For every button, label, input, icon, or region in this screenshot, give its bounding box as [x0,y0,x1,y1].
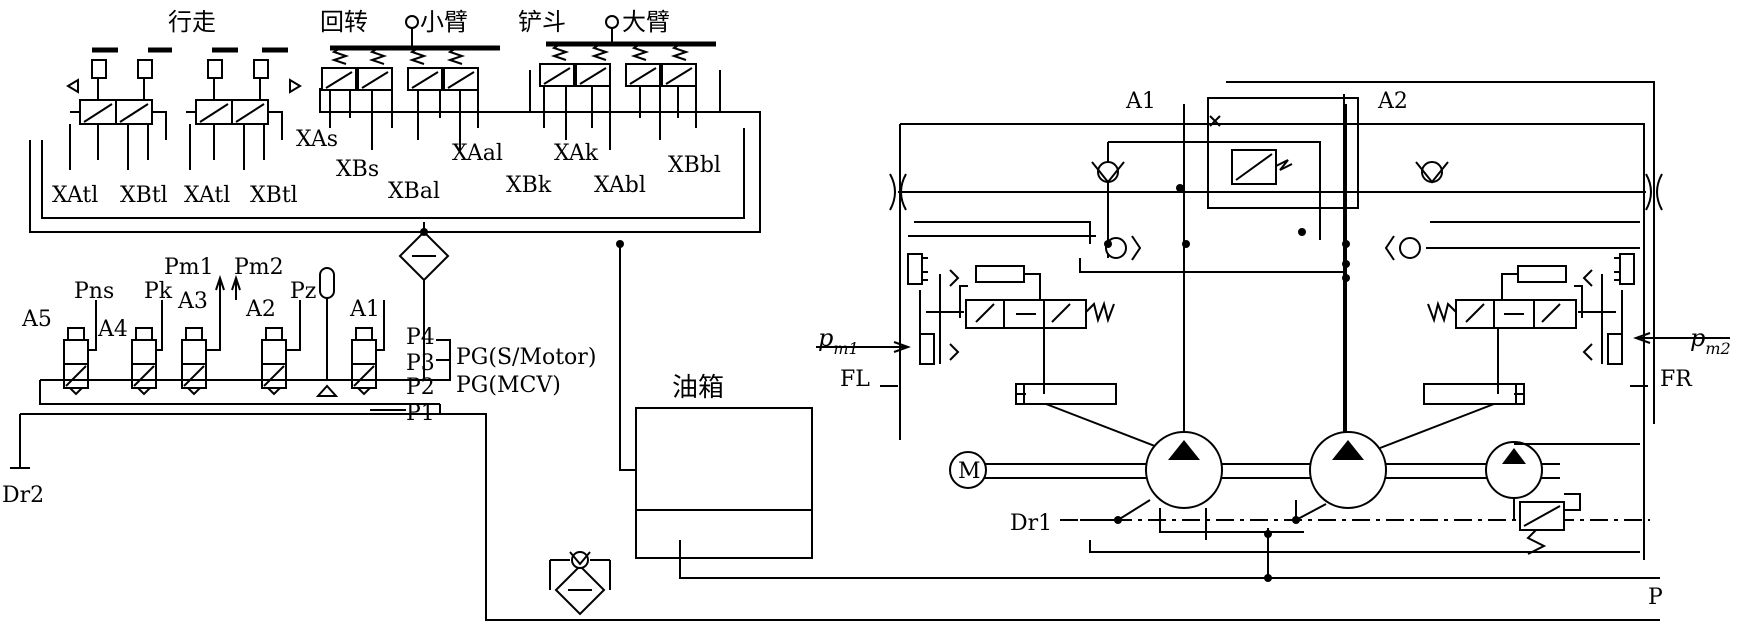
label-xak: XAk [554,141,599,166]
label-xbtl-2: XBtl [250,183,298,208]
label-xatl-1: XAtl [52,183,98,208]
label-travel: 行走 [168,8,216,36]
label-pg-mcv: PG(MCV) [456,373,561,398]
bucket-boom-pilot-valves [529,15,721,150]
label-fl: FL [840,367,870,392]
label-pm2-pressure: pm2 [1690,324,1731,358]
motor-icon [949,451,987,489]
label-xabl: XAbl [594,173,646,198]
travel-pedal-valves [66,47,302,170]
label-a3: A3 [177,289,208,314]
label-dr1: Dr1 [1010,511,1052,536]
label-xatl-2: XAtl [184,183,230,208]
label-pg-smotor: PG(S/Motor) [456,345,596,370]
label-xbal: XBal [388,179,440,204]
label-xbk: XBk [506,173,552,198]
label-p3: P3 [406,351,435,376]
solenoid-valve-block [10,267,1660,621]
main-pump-1-icon [1145,431,1223,509]
label-xas: XAs [296,127,338,152]
label-pk: Pk [144,279,173,304]
oil-tank [635,407,813,559]
label-fr: FR [1660,367,1693,392]
label-swing: 回转 [320,8,368,36]
label-pz: Pz [290,279,316,304]
label-a5: A5 [21,307,52,332]
label-tank: 油箱 [672,373,724,403]
diagram-labels: 行走 回转 小臂 铲斗 大臂 XAs XBs XBal XAal XBk XAk… [2,8,1731,610]
label-pm2: Pm2 [234,255,284,280]
label-a2-right: A2 [1377,89,1408,114]
label-p1: P1 [406,401,435,426]
pilot-valve-bank [10,15,1660,621]
main-pump-unit [816,81,1730,582]
label-dr2: Dr2 [2,483,44,508]
label-boom: 大臂 [622,8,670,36]
label-xbs: XBs [336,157,379,182]
label-xaal: XAal [452,141,503,166]
label-pns: Pns [74,279,114,304]
label-xbtl-1: XBtl [120,183,168,208]
label-pm1-pressure: pm1 [818,324,859,358]
main-pump-2-icon [1309,431,1387,509]
label-xbbl: XBbl [668,153,721,178]
label-arm: 小臂 [420,8,468,36]
label-a1-left: A1 [349,297,380,322]
label-a4: A4 [97,317,128,342]
label-p2: P2 [406,375,435,400]
label-motor: M [958,459,981,484]
label-a1-right: A1 [1125,89,1156,114]
label-p-port: P [1648,585,1663,610]
label-a2-left: A2 [245,297,276,322]
label-bucket: 铲斗 [518,8,566,36]
swing-arm-pilot-valves [321,15,500,150]
label-p4: P4 [406,325,435,350]
label-pm1: Pm1 [164,255,214,280]
